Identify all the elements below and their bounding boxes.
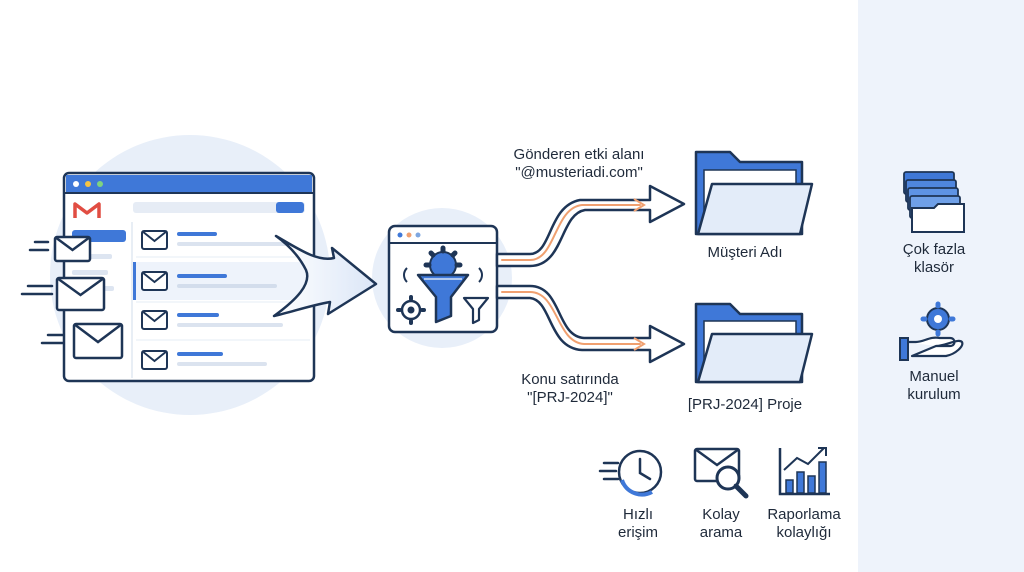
folder-stack-icon: [903, 171, 965, 233]
incoming-envelope-icon: [55, 276, 106, 312]
gmail-logo-icon: [73, 202, 101, 218]
small-gear-icon: [396, 295, 426, 325]
mail-list: [133, 230, 312, 370]
folder-project-label: [PRJ-2024] Proje: [687, 396, 803, 413]
incoming-envelope-icon: [72, 322, 124, 360]
incoming-envelope-icon: [53, 235, 92, 263]
mail-row-selected[interactable]: [141, 271, 277, 291]
hand-gear-icon: [899, 301, 964, 361]
mail-row[interactable]: [141, 310, 283, 330]
route-arrow-sender: [495, 184, 686, 268]
mail-search-bar[interactable]: [133, 202, 305, 213]
flow-arrow-to-filter: [272, 234, 378, 318]
drawbacks-panel: [858, 0, 1024, 572]
clock-icon: [598, 449, 663, 497]
window-dot-red[interactable]: [73, 181, 79, 187]
mail-row[interactable]: [141, 350, 267, 370]
window-dot-yellow[interactable]: [85, 181, 91, 187]
window-dot-green[interactable]: [97, 181, 103, 187]
small-funnel-icon: [462, 296, 490, 325]
rule-subject-label: Konu satırında "[PRJ-2024]": [521, 371, 619, 406]
mail-search-icon: [693, 447, 749, 499]
folder-customer-label: Müşteri Adı: [707, 244, 783, 261]
folder-icon-project: [694, 302, 814, 384]
filter-window: [387, 224, 499, 334]
rule-sender-label: Gönderen etki alanı "@musteriadi.com": [513, 146, 645, 181]
mail-row[interactable]: [141, 230, 287, 250]
funnel-icon: [416, 273, 470, 324]
bar-chart-icon: [778, 447, 830, 496]
mail-search-button[interactable]: [276, 202, 304, 213]
route-arrow-subject: [495, 284, 686, 364]
folder-icon-customer: [694, 150, 814, 236]
mail-window: [62, 171, 316, 383]
